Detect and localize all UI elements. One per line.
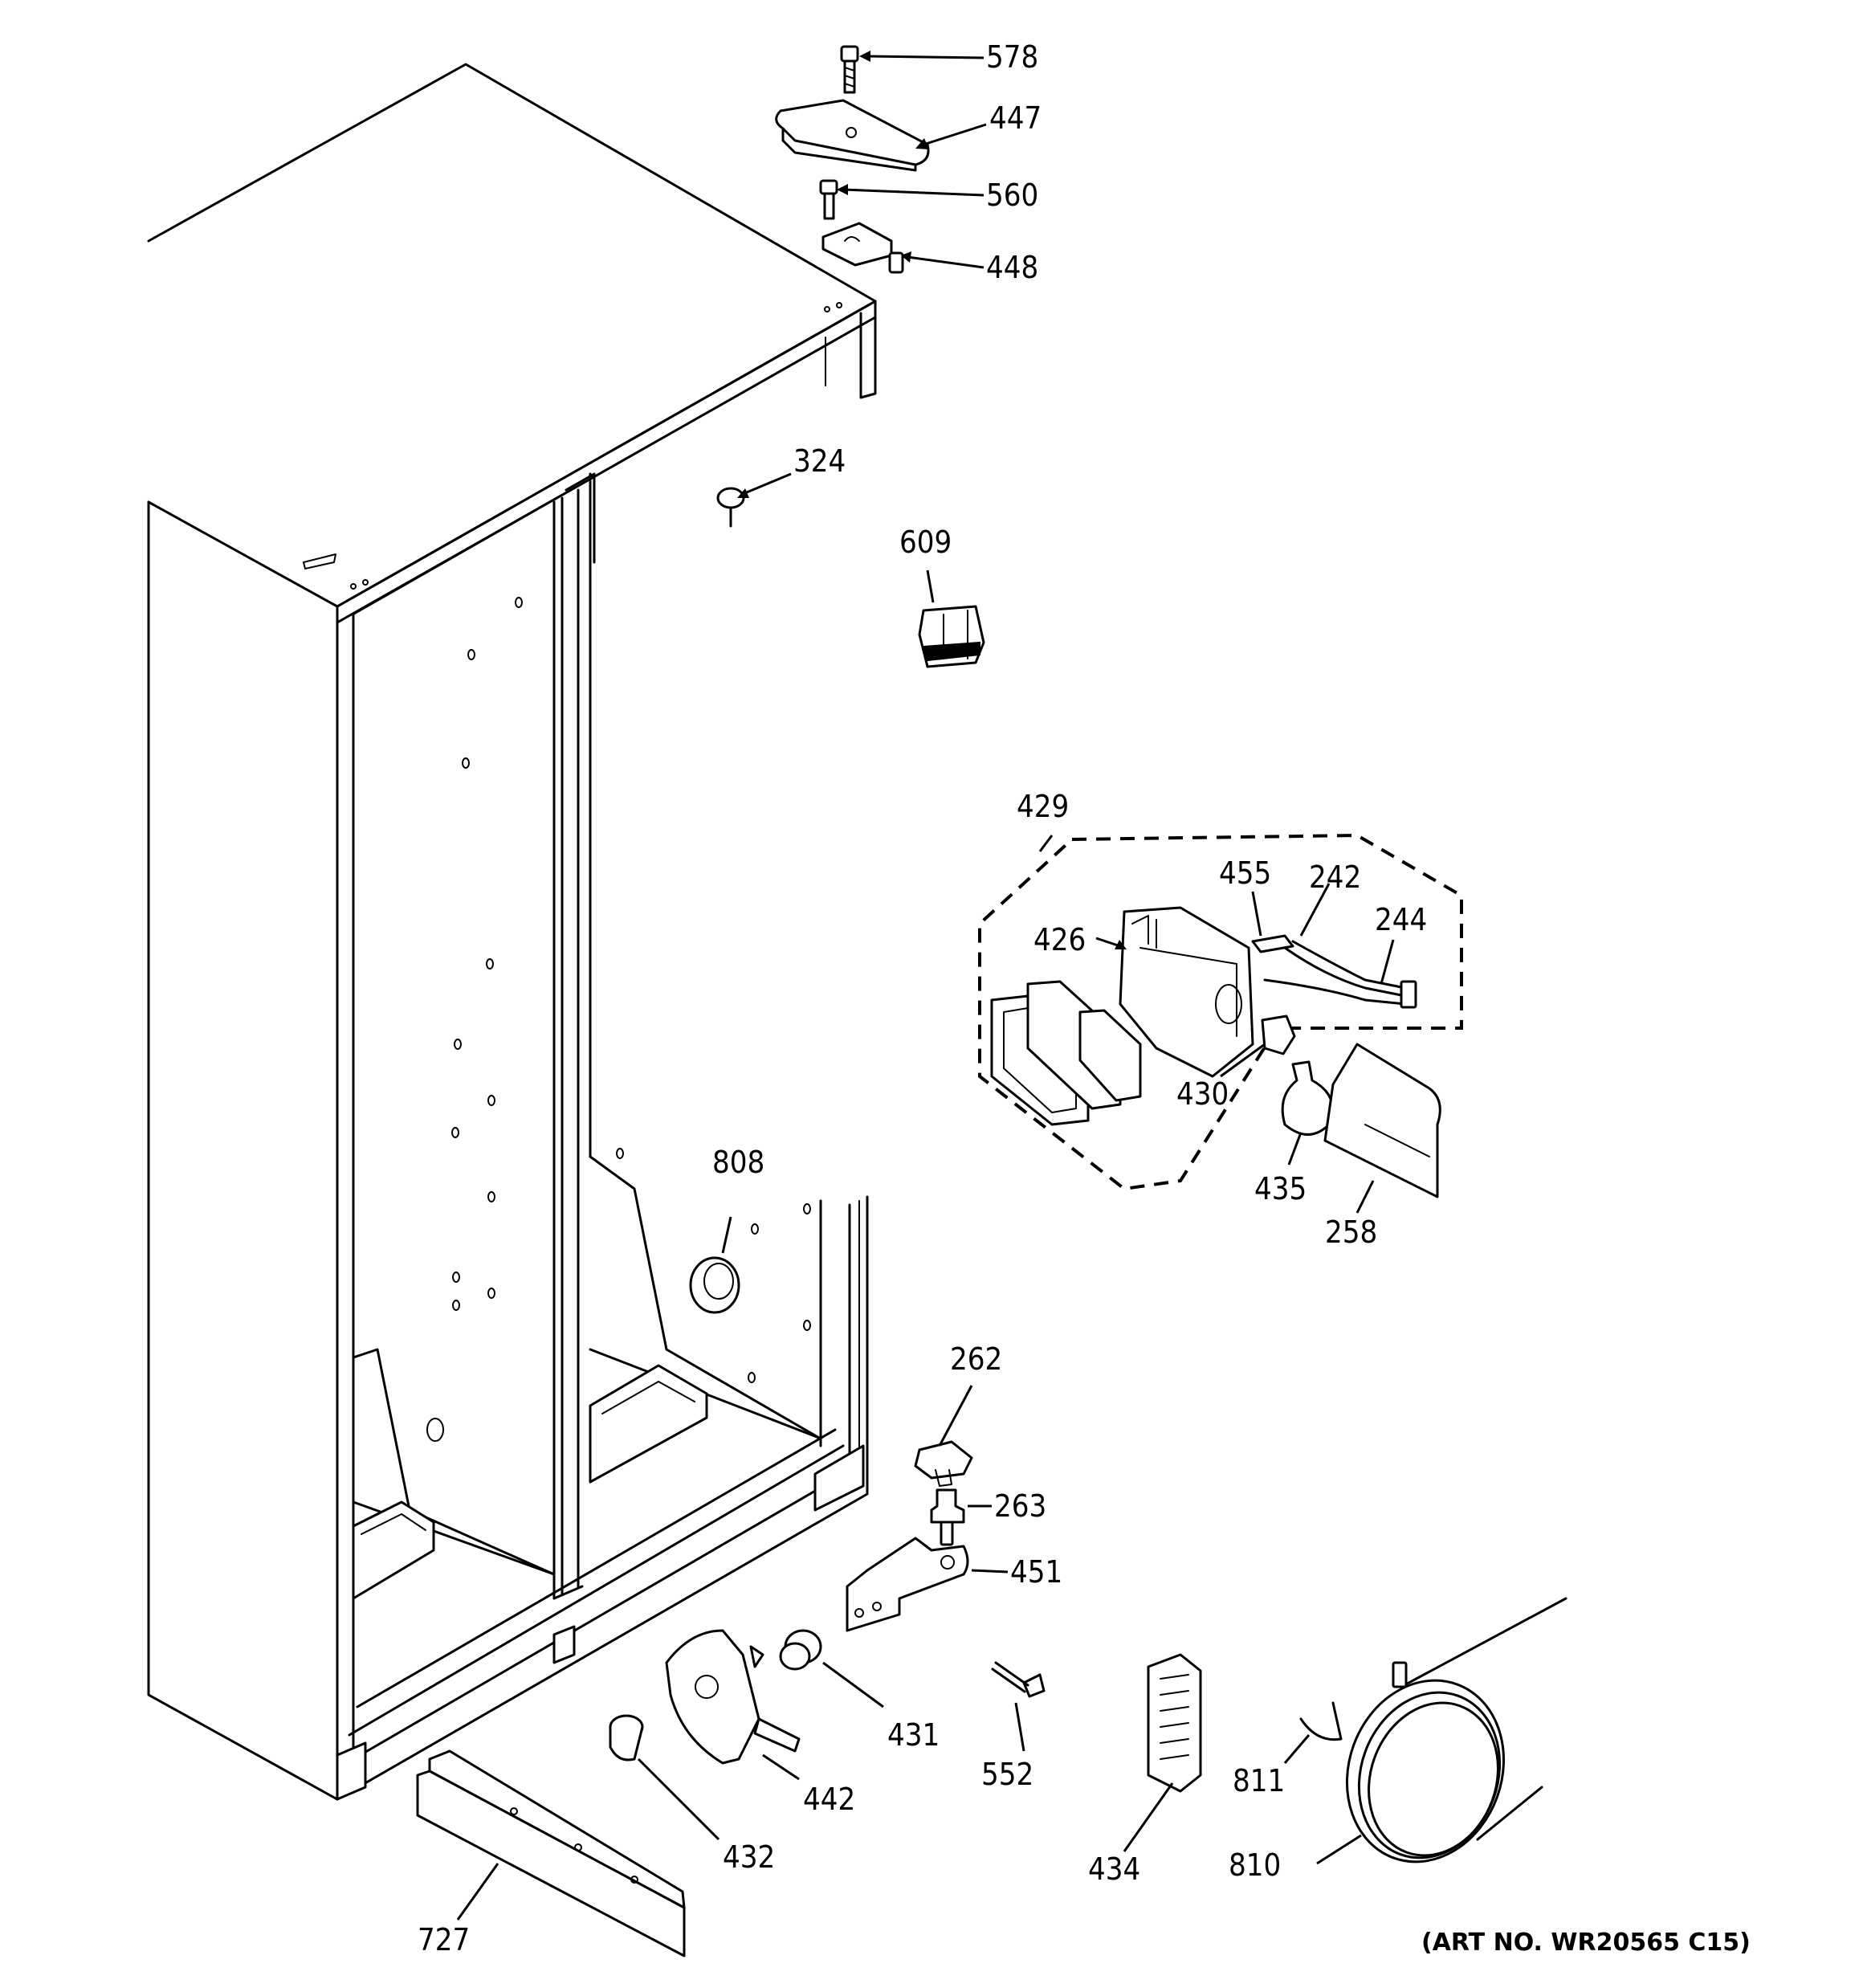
callout-258: 258 [1325, 1214, 1377, 1250]
hinge-bracket-451-part [846, 1537, 969, 1632]
bulb-435-part [1281, 1060, 1334, 1136]
callout-leaders [456, 51, 1395, 1921]
light-shield-258-part [1323, 1043, 1441, 1198]
callout-429: 429 [1017, 789, 1069, 824]
liner-holes [451, 597, 811, 1383]
plug-324-part [716, 487, 745, 528]
hinge-cover-447-part [775, 99, 930, 172]
callout-430: 430 [1176, 1076, 1229, 1112]
callout-808: 808 [712, 1145, 764, 1180]
callout-432: 432 [723, 1839, 775, 1875]
callout-434: 434 [1088, 1851, 1140, 1887]
callout-448: 448 [986, 250, 1038, 285]
plug-808-part [689, 1256, 740, 1314]
callout-242: 242 [1309, 859, 1361, 895]
clamp-811-part [1299, 1701, 1343, 1741]
sleeve-432-part [609, 1714, 644, 1761]
callout-609: 609 [899, 525, 952, 560]
screw-552-part [991, 1661, 1046, 1698]
callout-811: 811 [1233, 1763, 1285, 1798]
grille-434-part [1147, 1653, 1202, 1793]
callout-447: 447 [989, 100, 1042, 136]
callout-426: 426 [1033, 922, 1086, 957]
callout-324: 324 [793, 443, 846, 479]
bushing-431-part [779, 1629, 822, 1671]
hinge-pin-263-part [930, 1488, 965, 1546]
callout-435: 435 [1254, 1171, 1307, 1206]
screw-560-part [819, 179, 838, 220]
callout-262: 262 [950, 1341, 1002, 1377]
callout-578: 578 [986, 39, 1038, 75]
callout-labels: 578 447 560 448 324 609 429 455 242 244 … [418, 39, 1751, 1957]
callout-810: 810 [1229, 1847, 1281, 1883]
screw-578-part [840, 45, 859, 94]
art-number: (ART NO. WR20565 C15) [1421, 1929, 1751, 1957]
callout-244: 244 [1375, 902, 1427, 937]
callout-431: 431 [887, 1717, 940, 1753]
relay-609-part [918, 605, 985, 668]
dispenser-assembly-429-group [978, 833, 1463, 1191]
callout-560: 560 [986, 178, 1038, 213]
water-line-810-part [1345, 1597, 1567, 1863]
damper-control-442-part [665, 1629, 801, 1765]
refrigerator-cabinet [147, 63, 877, 1801]
callout-552: 552 [981, 1757, 1033, 1792]
callout-263: 263 [994, 1488, 1046, 1524]
cam-262-part [914, 1440, 973, 1487]
callout-451: 451 [1010, 1554, 1062, 1590]
callout-442: 442 [803, 1782, 855, 1817]
callout-455: 455 [1219, 855, 1271, 891]
kickplate-727-part [416, 1749, 686, 1957]
hinge-448-part [821, 222, 904, 274]
callout-727: 727 [418, 1922, 470, 1957]
